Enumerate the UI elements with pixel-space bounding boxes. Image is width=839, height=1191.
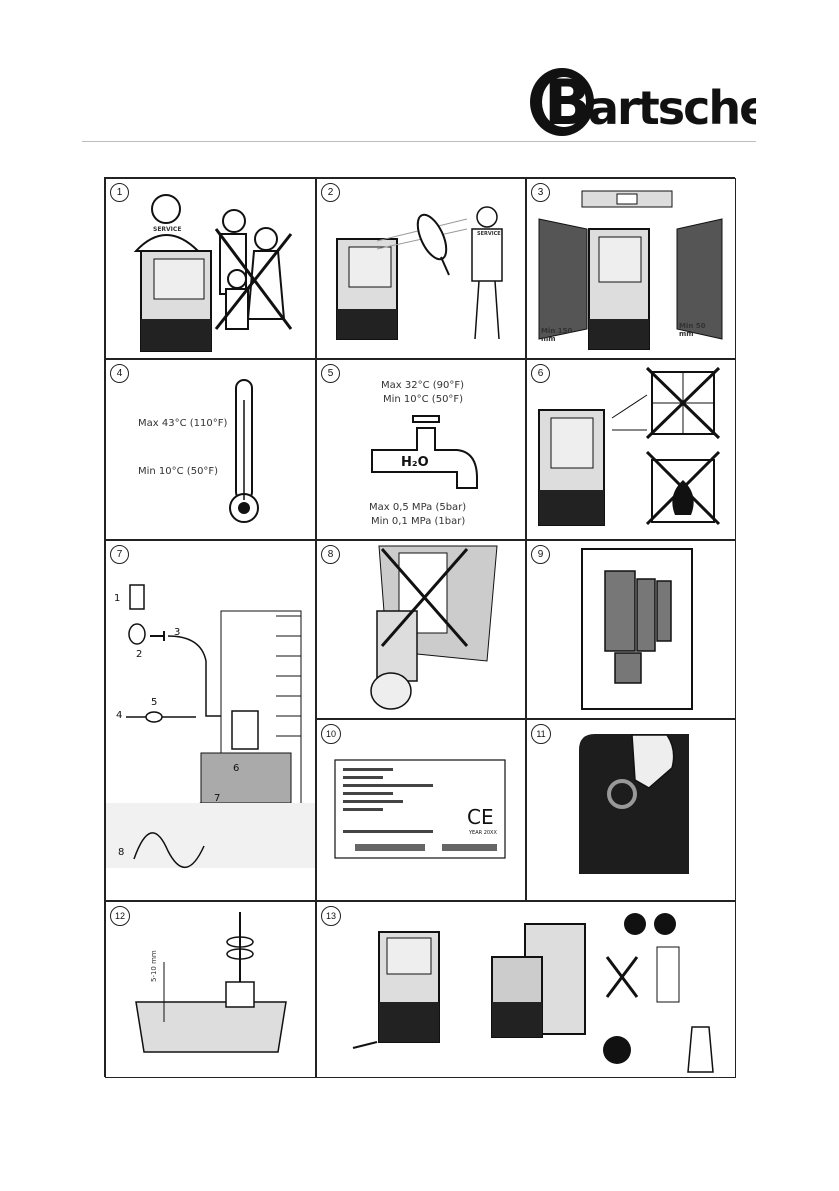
depth-label: 5-10 mm bbox=[150, 950, 158, 982]
step-4-panel: Max 43°C (110°F) Min 10°C (50°F) 4 bbox=[105, 359, 316, 540]
min-water-temp: Min 10°C (50°F) bbox=[383, 394, 463, 405]
inspection-illustration bbox=[317, 179, 526, 359]
callout-5: 5 bbox=[151, 697, 157, 708]
ce-mark: CE bbox=[467, 805, 494, 829]
max-ambient-temp: Max 43°C (110°F) bbox=[138, 418, 227, 429]
no-dust-illustration bbox=[317, 541, 526, 719]
callout-8: 8 bbox=[118, 847, 124, 858]
step-6-panel: 6 bbox=[526, 359, 736, 540]
no-sun-no-heat-illustration bbox=[527, 360, 736, 540]
bartscher-logo: B artscher bbox=[528, 66, 756, 138]
step-number: 13 bbox=[321, 906, 341, 926]
step-1-panel: SERVICE 1 bbox=[105, 178, 316, 359]
step-9-panel: 9 bbox=[526, 540, 736, 719]
h2o-label: H₂O bbox=[401, 455, 429, 470]
power-button-illustration bbox=[527, 720, 736, 901]
instruction-grid: SERVICE 1 SERVICE 2 bbox=[104, 177, 735, 1077]
thermometer-icon bbox=[106, 360, 316, 540]
min-ambient-temp: Min 10°C (50°F) bbox=[138, 466, 218, 477]
step-number: 4 bbox=[110, 364, 129, 383]
cleaning-maintenance-illustration bbox=[317, 902, 736, 1078]
step-10-panel: CE YEAR 20XX 10 bbox=[316, 719, 526, 901]
step-11-panel: 11 bbox=[526, 719, 736, 901]
step-number: 5 bbox=[321, 364, 340, 383]
ice-bin-level-illustration bbox=[106, 902, 316, 1078]
step-number: 12 bbox=[110, 906, 130, 926]
step-number: 6 bbox=[531, 364, 550, 383]
min-water-pressure: Min 0,1 MPa (1bar) bbox=[371, 516, 465, 527]
step-number: 7 bbox=[110, 545, 129, 564]
max-water-temp: Max 32°C (90°F) bbox=[381, 380, 464, 391]
step-number: 3 bbox=[531, 183, 550, 202]
step-3-panel: Min 150 mm Min 50 mm 3 bbox=[526, 178, 736, 359]
step-12-panel: 5-10 mm 12 bbox=[105, 901, 316, 1078]
callout-2: 2 bbox=[136, 649, 142, 660]
header-divider bbox=[82, 141, 756, 142]
max-water-pressure: Max 0,5 MPa (5bar) bbox=[369, 502, 466, 513]
callout-3: 3 bbox=[174, 627, 180, 638]
service-shirt-label: SERVICE bbox=[477, 231, 501, 237]
internal-components-illustration bbox=[527, 541, 736, 719]
svg-text:B: B bbox=[544, 66, 591, 138]
svg-text:artscher: artscher bbox=[588, 81, 756, 135]
rating-plate bbox=[317, 720, 526, 901]
step-number: 10 bbox=[321, 724, 341, 744]
callout-7: 7 bbox=[214, 793, 220, 804]
min-left-clearance: Min 150 mm bbox=[541, 327, 581, 343]
step-number: 9 bbox=[531, 545, 550, 564]
installation-diagram bbox=[106, 541, 316, 901]
year-label: YEAR 20XX bbox=[469, 830, 497, 836]
step-number: 8 bbox=[321, 545, 340, 564]
step-7-panel: 1 2 3 4 5 6 7 8 7 bbox=[105, 540, 316, 901]
min-right-clearance: Min 50 mm bbox=[679, 322, 719, 338]
step-number: 1 bbox=[110, 183, 129, 202]
step-number: 2 bbox=[321, 183, 340, 202]
step-5-panel: Max 32°C (90°F) Min 10°C (50°F) H₂O Max … bbox=[316, 359, 526, 540]
step-number: 11 bbox=[531, 724, 551, 744]
callout-1: 1 bbox=[114, 593, 120, 604]
service-technician-illustration bbox=[106, 179, 316, 359]
callout-6: 6 bbox=[233, 763, 239, 774]
step-8-panel: 8 bbox=[316, 540, 526, 719]
step-13-panel: 13 bbox=[316, 901, 736, 1078]
callout-4: 4 bbox=[116, 710, 122, 721]
service-label: SERVICE bbox=[153, 226, 181, 233]
step-2-panel: SERVICE 2 bbox=[316, 178, 526, 359]
